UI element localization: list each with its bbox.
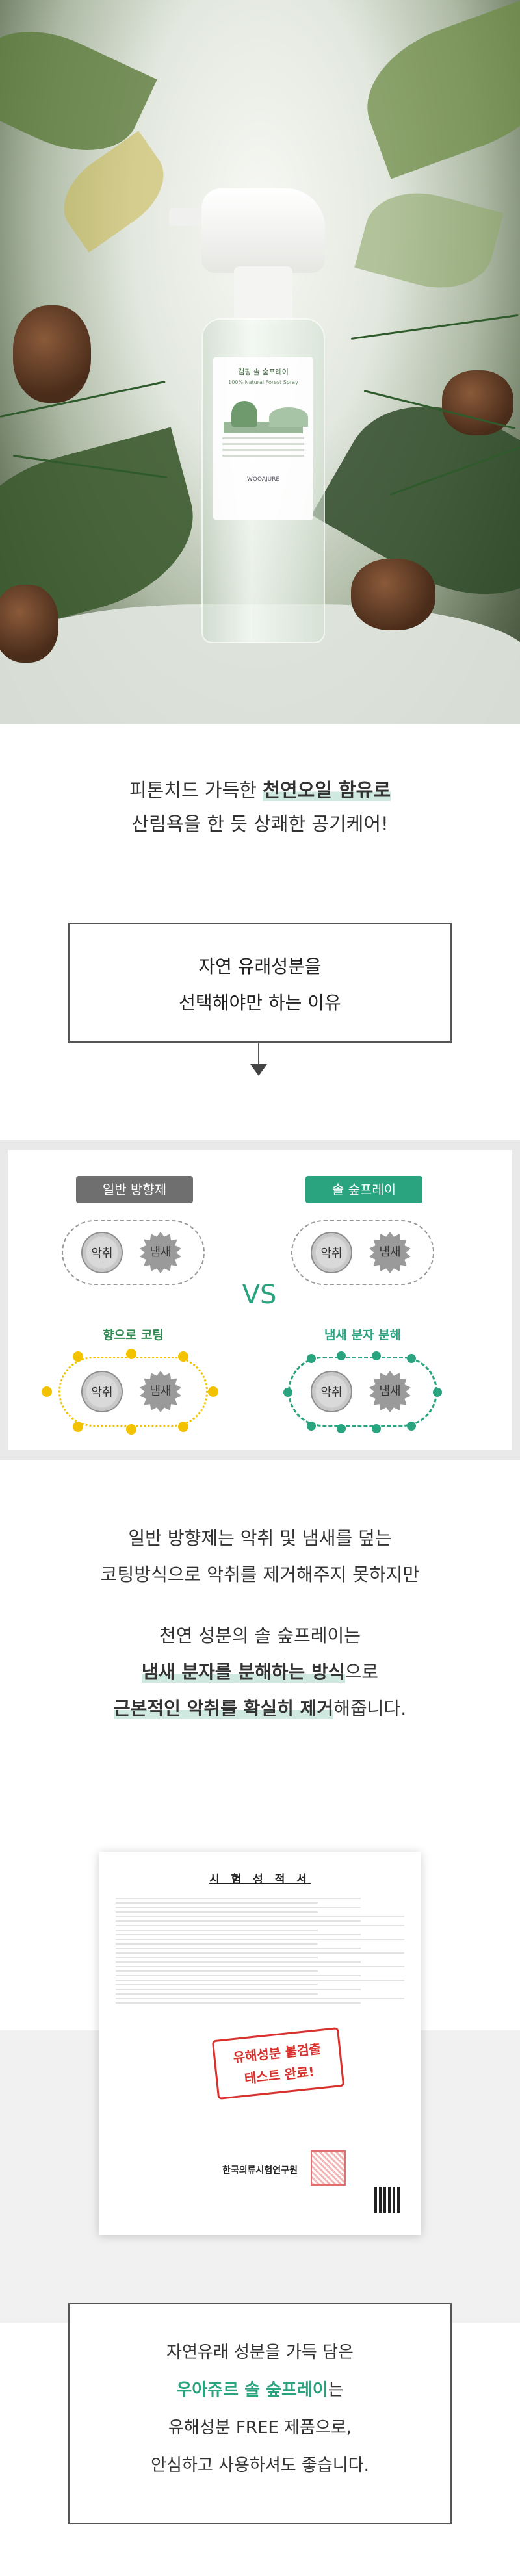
brand-name-highlight: 우아쥬르 솔 숲프레이 — [176, 2380, 328, 2400]
pine-molecule-dot — [407, 1422, 416, 1431]
pine-molecule-dot — [307, 1354, 316, 1363]
fragrance-dot — [126, 1349, 136, 1359]
closing-line-4: 안심하고 사용하셔도 좋습니다. — [151, 2456, 369, 2475]
leaf-decoration — [47, 131, 180, 253]
malodor-molecule: 악취 — [81, 1232, 123, 1273]
bottle-trigger-head — [202, 188, 325, 273]
pine-cone — [0, 585, 58, 663]
caption-breakdown: 냄새 분자 분해 — [324, 1328, 402, 1342]
explain-highlight: 근본적인 악취를 확실히 제거 — [113, 1698, 334, 1719]
pine-needle — [350, 314, 519, 340]
qr-code-icon — [372, 2185, 402, 2215]
pine-molecule-dot — [283, 1388, 292, 1397]
test-passed-stamp: 유해성분 불검출 테스트 완료! — [211, 2027, 345, 2100]
tag-general-freshener: 일반 방향제 — [76, 1176, 193, 1203]
fragrance-dot — [178, 1351, 188, 1362]
official-seal-icon — [311, 2150, 346, 2186]
pine-molecule-dot — [407, 1354, 416, 1363]
pine-molecule-dot — [372, 1424, 381, 1433]
leaf-decoration — [354, 179, 504, 301]
explain-line: 코팅방식으로 악취를 제거해주지 못하지만 — [100, 1564, 420, 1585]
intro-line-2: 산림욕을 한 듯 상쾌한 공기케어! — [131, 813, 389, 835]
fragrance-dot — [208, 1386, 218, 1397]
bottle-brand: WOOAJURE — [246, 476, 280, 483]
explain-paragraph-2: 천연 성분의 솔 숲프레이는 냄새 분자를 분해하는 방식으로 근본적인 악취를… — [0, 1618, 520, 1727]
reason-box: 자연 유래성분을 선택해야만 하는 이유 — [68, 923, 452, 1043]
closing-line-2: 우아쥬르 솔 숲프레이는 — [176, 2380, 344, 2400]
fragrance-dot — [126, 1424, 136, 1435]
bottle-label: 캠핑 솔 숲프레이 100% Natural Forest Spray WOOA… — [213, 357, 313, 520]
test-certificate: 시 험 성 적 서 유해성분 불검출 테스트 완료! 한국의류시험연구원 — [99, 1852, 421, 2235]
spray-bottle: 캠핑 솔 숲프레이 100% Natural Forest Spray WOOA… — [169, 188, 338, 643]
fragrance-dot — [42, 1386, 52, 1397]
closing-line-3: 유해성분 FREE 제품으로, — [168, 2418, 352, 2438]
malodor-molecule: 악취 — [311, 1232, 352, 1273]
leaf-decoration — [348, 0, 520, 179]
bottle-label-subtitle: 100% Natural Forest Spray — [228, 379, 298, 385]
pine-cone — [351, 559, 436, 630]
bottle-label-title: 캠핑 솔 숲프레이 — [238, 368, 289, 376]
explain-line: 근본적인 악취를 확실히 제거해줍니다. — [113, 1698, 407, 1719]
malodor-molecule: 악취 — [81, 1371, 123, 1412]
intro-highlight: 천연오일 함유로 — [263, 779, 391, 801]
vs-label: VS — [242, 1280, 277, 1310]
bottle-label-illustration — [224, 394, 308, 433]
arrow-down-icon — [250, 1064, 267, 1076]
malodor-molecule: 악취 — [311, 1371, 352, 1412]
certificate-issuer: 한국의류시험연구원 — [222, 2165, 298, 2176]
caption-coating: 향으로 코팅 — [102, 1328, 164, 1342]
explain-line: 냄새 분자를 분해하는 방식으로 — [141, 1661, 379, 1683]
odor-pill-left — [62, 1220, 205, 1285]
closing-line-1: 자연유래 성분을 가득 담은 — [166, 2343, 354, 2362]
fragrance-dot — [178, 1422, 188, 1432]
certificate-title: 시 험 성 적 서 — [209, 1873, 311, 1886]
reason-line-1: 자연 유래성분을 — [198, 956, 322, 977]
bottle-label-text-lines — [220, 437, 307, 457]
fragrance-dot — [73, 1351, 83, 1362]
pine-molecule-dot — [337, 1351, 346, 1360]
pine-molecule-dot — [337, 1424, 346, 1433]
bottle-neck — [234, 266, 292, 325]
connector-line — [258, 1043, 259, 1065]
explain-line: 천연 성분의 솔 숲프레이는 — [159, 1625, 361, 1646]
closing-box: 자연유래 성분을 가득 담은 우아쥬르 솔 숲프레이는 유해성분 FREE 제품… — [68, 2303, 452, 2524]
pine-cone — [13, 305, 91, 403]
hero-product-photo: 캠핑 솔 숲프레이 100% Natural Forest Spray WOOA… — [0, 0, 520, 724]
intro-text: 피톤치드 가득한 천연오일 함유로 산림욕을 한 듯 상쾌한 공기케어! — [0, 773, 520, 841]
tag-sol-spray: 솔 숲프레이 — [306, 1176, 422, 1203]
pine-molecule-dot — [372, 1351, 381, 1360]
intro-line-1: 피톤치드 가득한 천연오일 함유로 — [129, 779, 391, 801]
certificate-body — [116, 1898, 404, 2004]
fragrance-dot — [73, 1422, 83, 1432]
odor-pill-right — [291, 1220, 434, 1285]
comparison-panel: 일반 방향제 솔 숲프레이 악취 냄새 악취 냄새 VS 향으로 코팅 냄새 분… — [8, 1150, 512, 1450]
explain-line: 일반 방향제는 악취 및 냄새를 덮는 — [128, 1527, 392, 1549]
pine-molecule-dot — [307, 1422, 316, 1431]
pine-molecule-dot — [433, 1388, 442, 1397]
explain-highlight: 냄새 분자를 분해하는 방식 — [141, 1661, 345, 1683]
explain-paragraph-1: 일반 방향제는 악취 및 냄새를 덮는 코팅방식으로 악취를 제거해주지 못하지… — [0, 1520, 520, 1593]
reason-line-2: 선택해야만 하는 이유 — [179, 992, 341, 1014]
